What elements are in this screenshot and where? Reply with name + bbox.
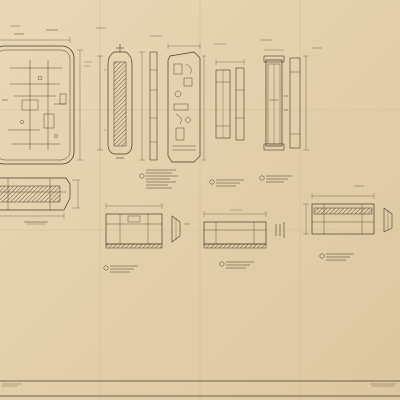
lower-center-label: [219, 261, 254, 269]
view-cast-block-detail: [167, 43, 206, 163]
view-panel-section: [0, 177, 80, 225]
view-side-profile: [139, 51, 158, 161]
lower-right-label: [319, 253, 354, 261]
view-rail-part: [263, 49, 309, 151]
title-strip: [0, 380, 400, 397]
annotation-marks: [10, 25, 364, 187]
view-panel-plan: [0, 29, 92, 165]
view-lower-block-left: [105, 203, 190, 249]
view-small-bracket: [215, 59, 245, 141]
view-lower-block-center: [203, 209, 285, 249]
upper-view-labels: [139, 169, 292, 189]
view-lower-block-right: [303, 193, 393, 235]
view-cast-part-elevation: [97, 44, 133, 159]
lower-left-label: [103, 265, 138, 273]
